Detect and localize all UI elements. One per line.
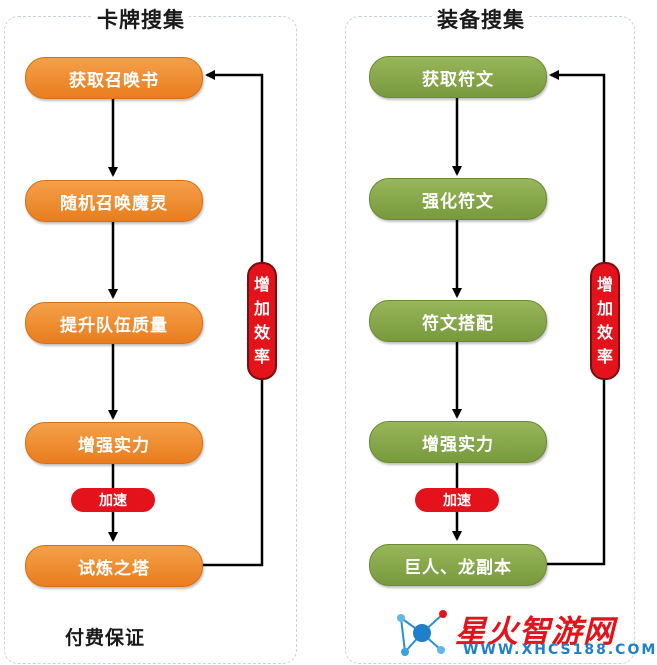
watermark-logo-icon xyxy=(397,610,447,656)
equipment-collection-panel: 装备搜集 xyxy=(345,4,635,664)
node-random-summon: 随机召唤魔灵 xyxy=(25,180,203,222)
panel-title-card-collection: 卡牌搜集 xyxy=(93,4,189,34)
watermark-url: WWW.XHCS188.COM xyxy=(463,642,657,658)
watermark-text: 星火智游网 xyxy=(455,614,615,650)
right-efficiency-char-1: 增 xyxy=(596,275,613,294)
left-efficiency-tag: 增 加 效 率 xyxy=(247,262,277,380)
node-trial-tower: 试炼之塔 xyxy=(25,545,203,587)
panel-title-equipment-collection: 装备搜集 xyxy=(433,4,529,34)
node-right-strengthen: 增强实力 xyxy=(369,421,547,463)
node-left-strengthen: 增强实力 xyxy=(25,422,203,464)
node-giant-dragon-dungeon: 巨人、龙副本 xyxy=(369,544,547,586)
node-get-summon-book: 获取召唤书 xyxy=(25,57,203,99)
left-speed-tag: 加速 xyxy=(71,488,155,512)
left-efficiency-char-2: 加 xyxy=(253,299,270,318)
right-efficiency-char-2: 加 xyxy=(596,299,613,318)
left-efficiency-char-1: 增 xyxy=(253,275,270,294)
node-rune-combination: 符文搭配 xyxy=(369,300,547,342)
right-speed-tag: 加速 xyxy=(415,488,499,512)
left-efficiency-char-4: 率 xyxy=(253,347,270,366)
card-collection-panel: 卡牌搜集 xyxy=(4,4,297,664)
left-caption: 付费保证 xyxy=(65,627,146,649)
right-efficiency-tag: 增 加 效 率 xyxy=(590,262,620,380)
node-get-runes: 获取符文 xyxy=(369,56,547,98)
node-improve-team: 提升队伍质量 xyxy=(25,302,203,344)
node-enhance-runes: 强化符文 xyxy=(369,178,547,220)
left-efficiency-char-3: 效 xyxy=(253,323,270,342)
right-efficiency-char-3: 效 xyxy=(596,323,613,342)
right-efficiency-char-4: 率 xyxy=(596,347,613,366)
